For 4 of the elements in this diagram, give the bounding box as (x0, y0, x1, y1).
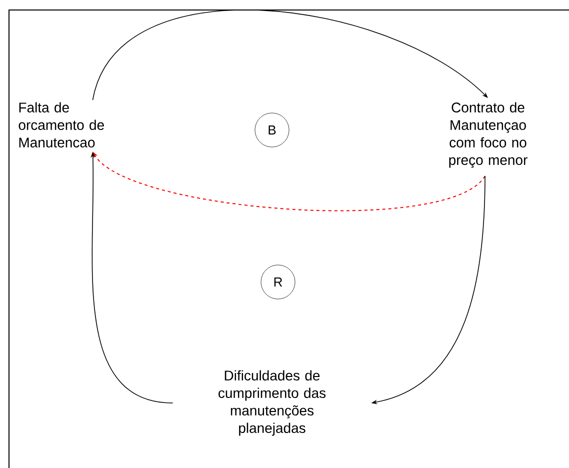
arrow (92, 10, 488, 100)
variable-label: Dificuldades de cumprimento das manutenções planejadas (218, 370, 326, 436)
variable-label: Contrato de Manutençao com foco no preço menor (449, 102, 528, 168)
variable-label: Falta de orcamento de Manutencao (18, 102, 104, 148)
